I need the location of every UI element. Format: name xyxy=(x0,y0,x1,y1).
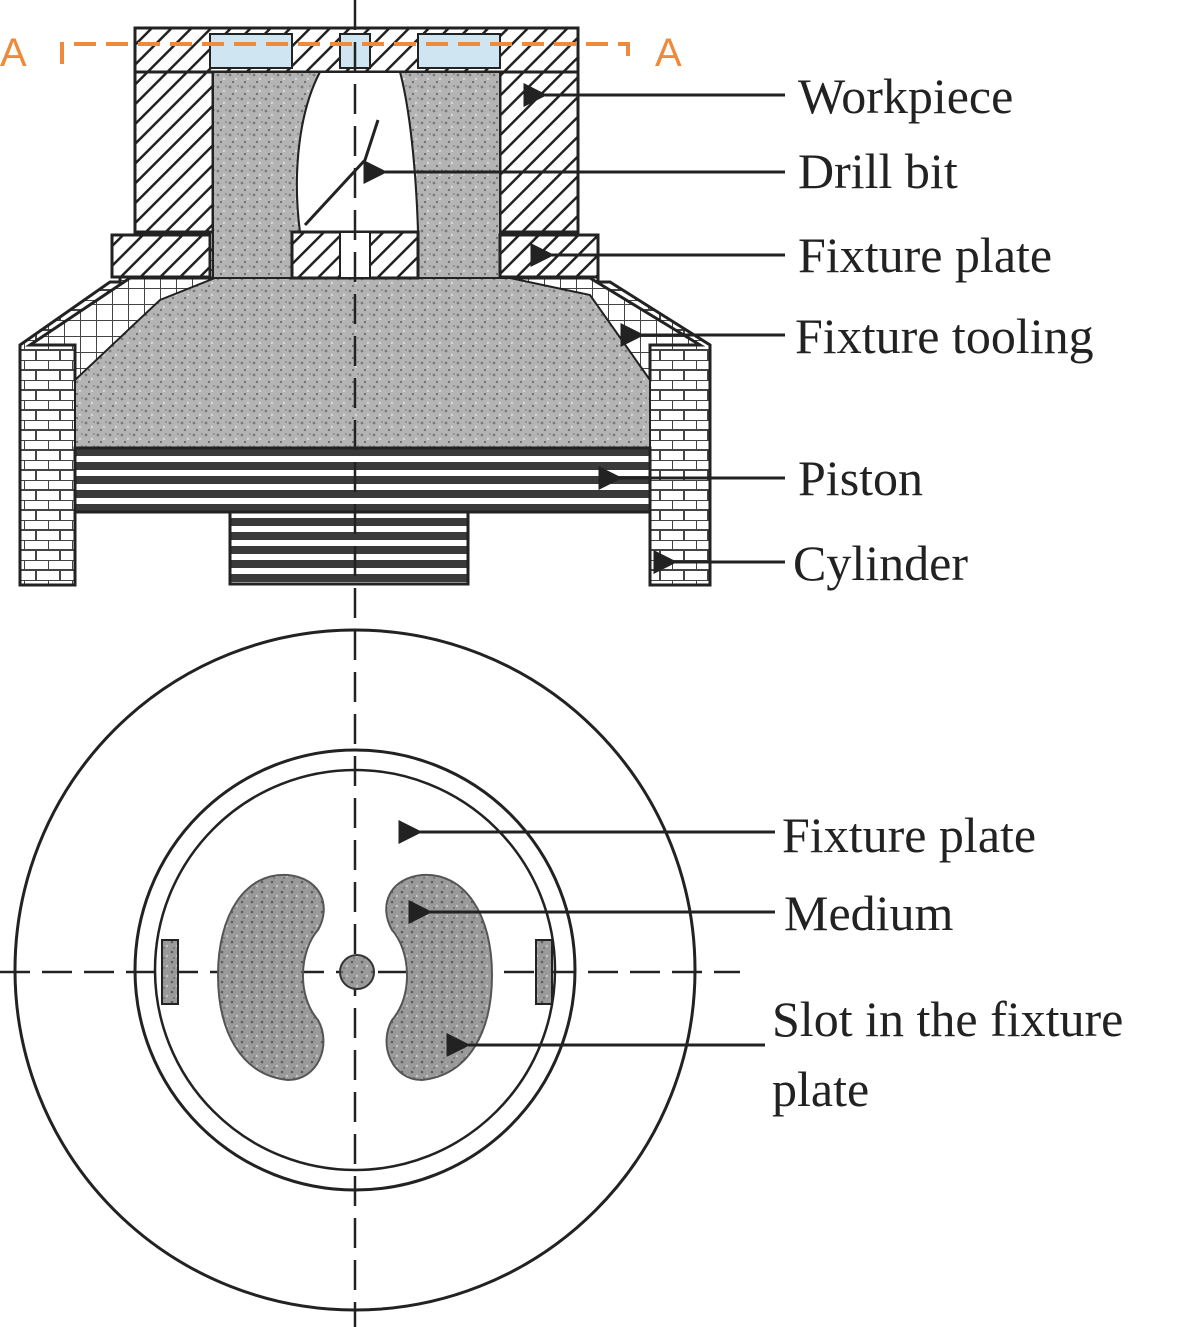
label-workpiece: Workpiece xyxy=(798,68,1013,124)
drill-bit-cavity xyxy=(295,71,420,233)
label-medium: Medium xyxy=(784,885,954,941)
section-mark-left: A xyxy=(0,31,27,75)
label-fixture-plate-top: Fixture plate xyxy=(782,807,1036,863)
locating-pin-left xyxy=(161,939,179,1005)
labels: Workpiece Drill bit Fixture plate Fixtur… xyxy=(772,68,1123,1117)
section-line xyxy=(60,42,630,64)
medium-slot-left xyxy=(216,873,325,1082)
section-view: A A xyxy=(0,26,712,587)
label-fixture-plate: Fixture plate xyxy=(798,227,1052,283)
fixture-plate-top xyxy=(153,768,557,1172)
center-hub xyxy=(339,954,375,990)
section-mark-right: A xyxy=(655,31,682,75)
workpiece-left-wall xyxy=(133,70,215,234)
medium-slot-right xyxy=(385,873,494,1082)
top-view xyxy=(0,628,740,1312)
piston xyxy=(73,446,652,514)
label-drill-bit: Drill bit xyxy=(798,143,958,199)
label-slot-line1: Slot in the fixture xyxy=(772,991,1123,1047)
piston-rod xyxy=(228,510,470,586)
label-slot-line2: plate xyxy=(772,1061,869,1117)
fixture-plate-left xyxy=(110,233,212,279)
leaders xyxy=(363,83,785,1057)
label-cylinder: Cylinder xyxy=(793,535,968,591)
label-piston: Piston xyxy=(798,450,923,506)
cylinder-outline-top xyxy=(13,628,697,1312)
label-fixture-tooling: Fixture tooling xyxy=(795,308,1094,364)
locating-pin-right xyxy=(535,939,553,1005)
medium-cone xyxy=(74,277,651,449)
fixture-plate-outer-ring xyxy=(133,748,577,1192)
